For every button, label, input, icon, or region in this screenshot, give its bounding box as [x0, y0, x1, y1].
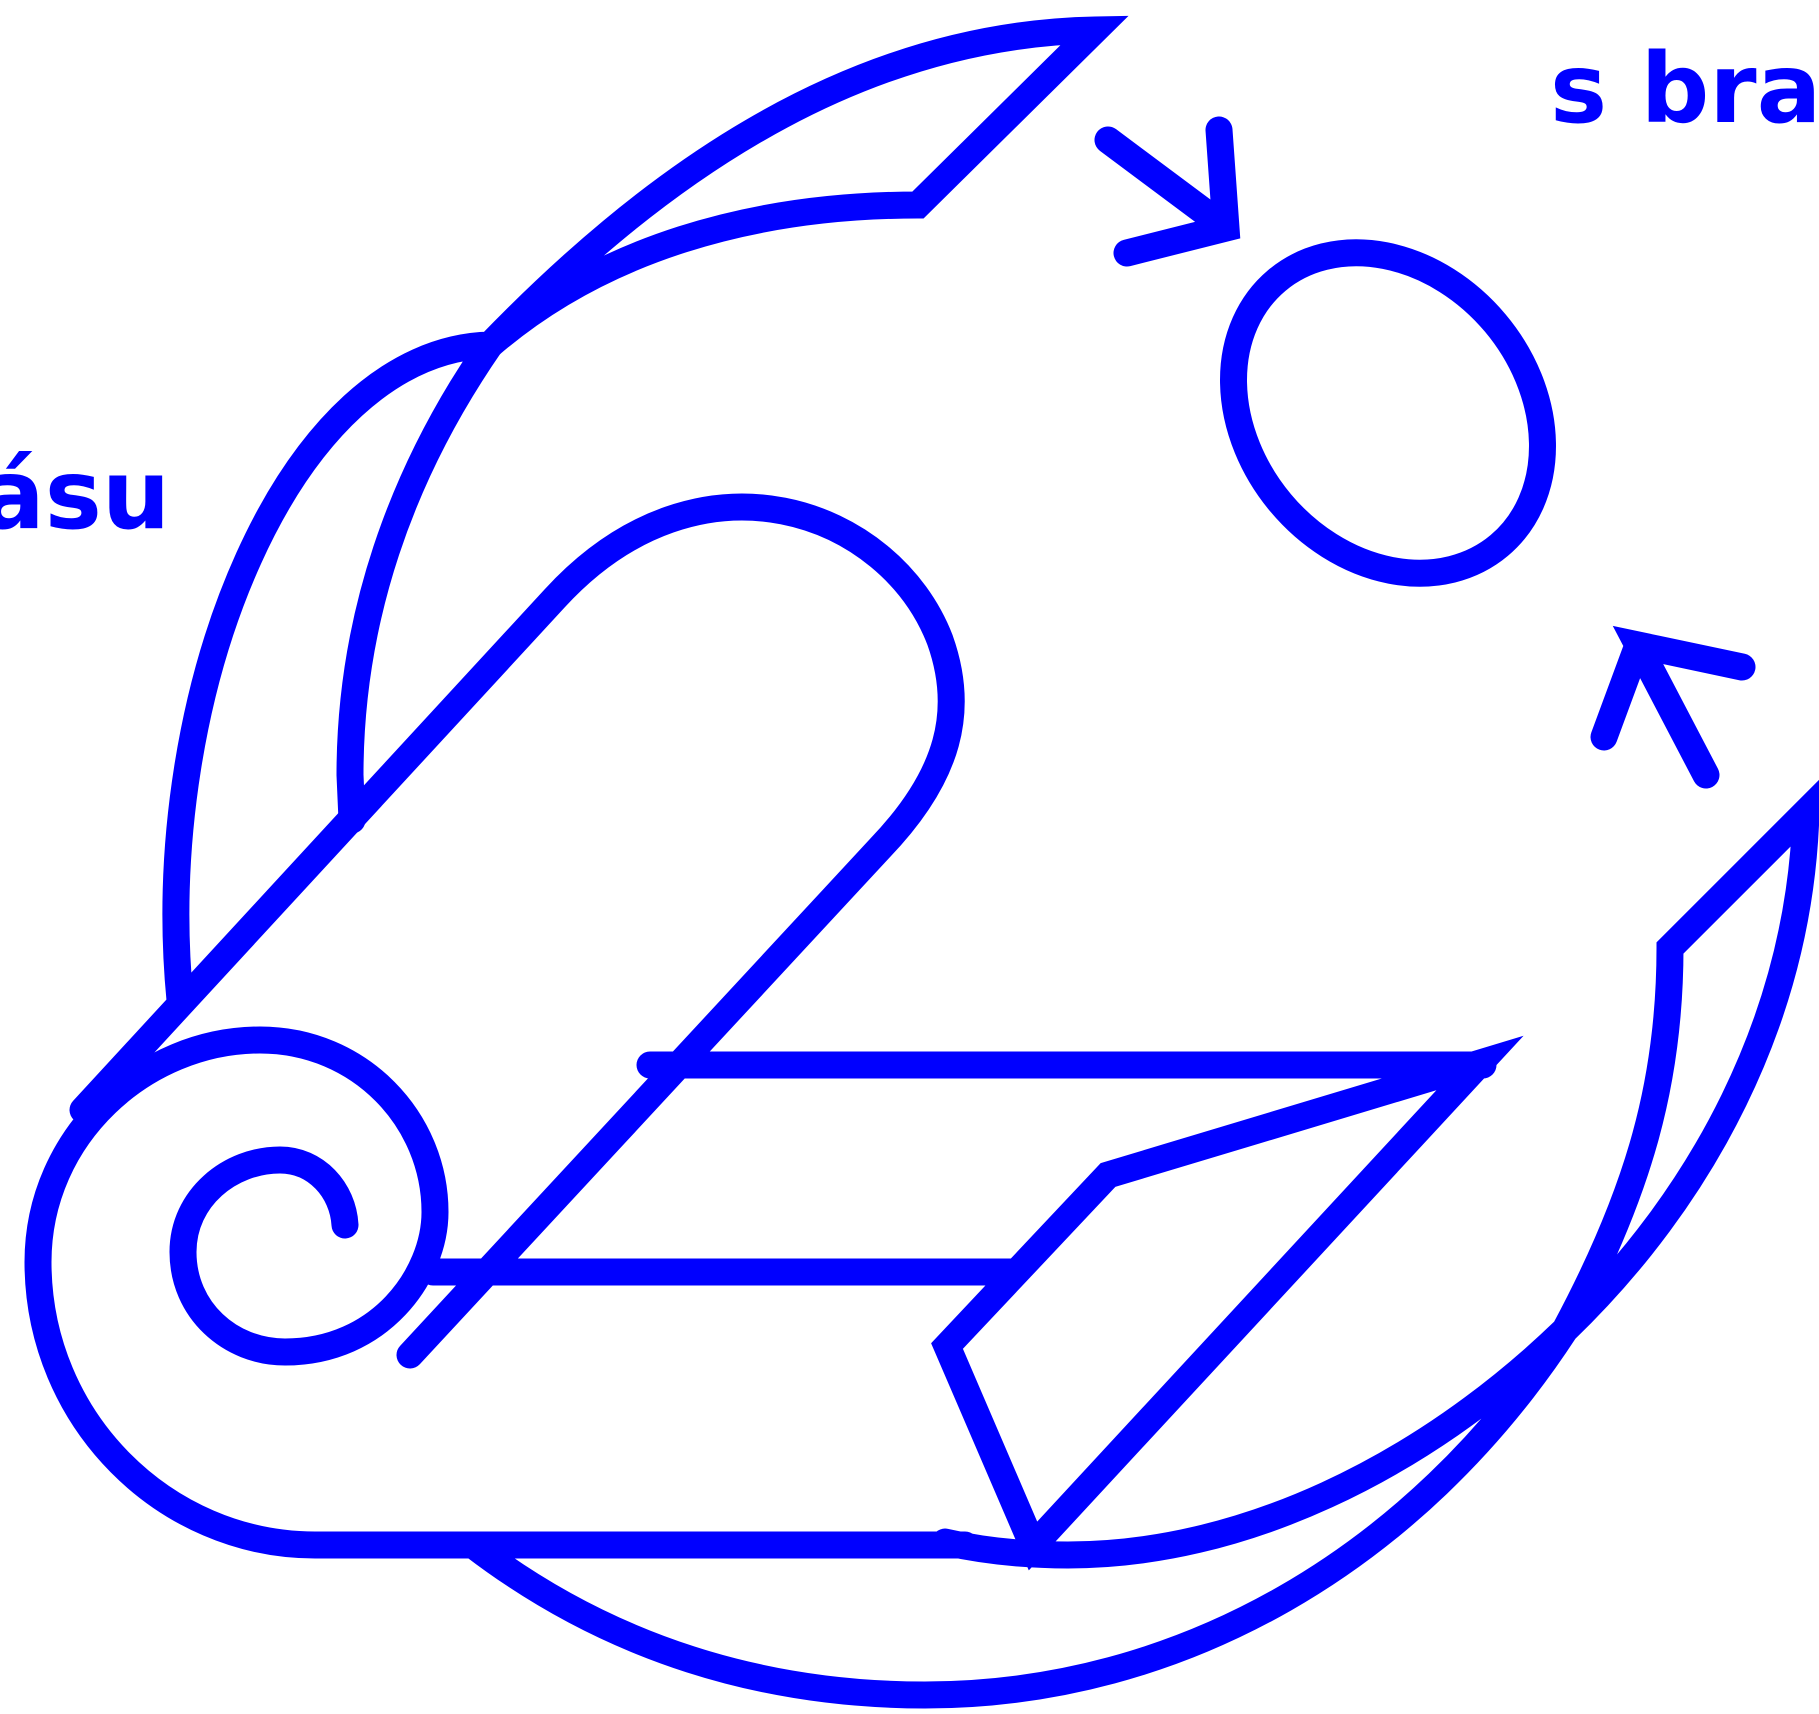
logo-text-left: ásu: [0, 439, 170, 551]
cube-outline: [947, 1063, 1480, 1546]
spiral-scroll: [38, 1040, 965, 1545]
arrow-out-icon: [1604, 645, 1742, 775]
lower-blade-outer: [473, 812, 1806, 1695]
arrow-in-icon: [1108, 130, 1226, 253]
ellipse-icon: [1170, 190, 1607, 635]
logo-text-right: s bra: [1550, 33, 1819, 145]
